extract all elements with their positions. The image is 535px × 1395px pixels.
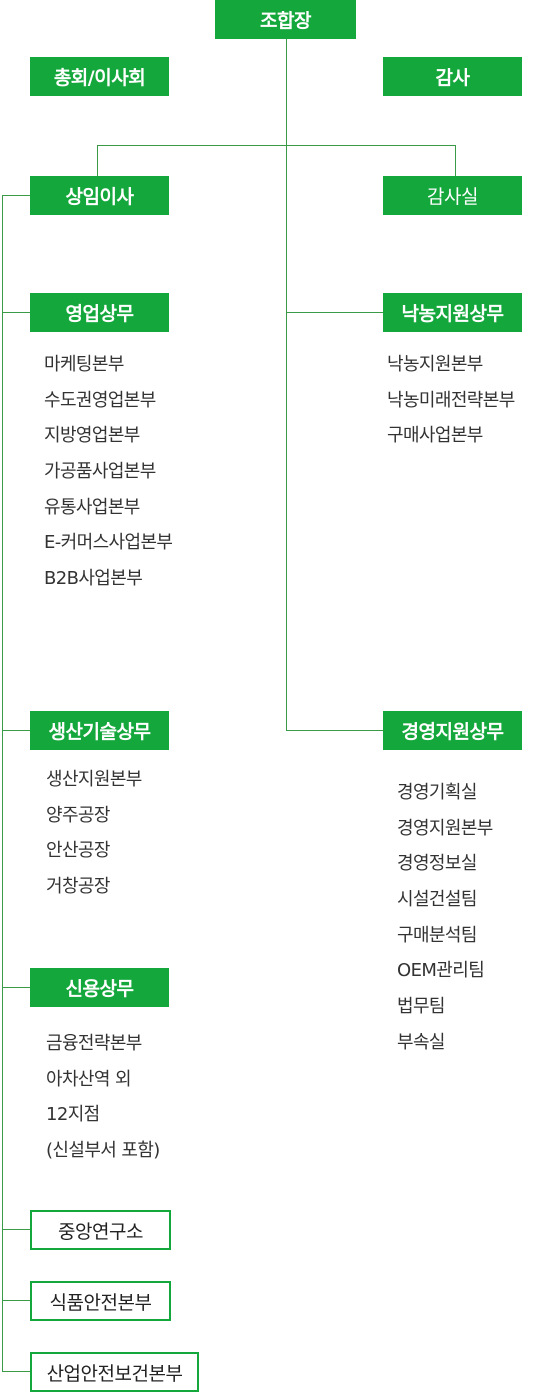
sales-box: 영업상무 [30,293,169,332]
list-item: 구매분석팀 [397,924,477,946]
board-box: 총회/이사회 [30,57,169,96]
audit-office-box: 감사실 [383,176,522,215]
connector-research-branch [2,1229,30,1230]
connector-industrial-safety-branch [2,1371,30,1372]
sales-unit-list: 마케팅본부 수도권영업본부 지방영업본부 가공품사업본부 유통사업본부 E-커머… [44,347,173,597]
connector-top-horizontal [97,145,455,146]
chairman-box: 조합장 [215,0,356,39]
management-support-box: 경영지원상무 [383,711,522,750]
connector-food-safety-branch [2,1300,30,1301]
list-item: 시설건설팀 [397,889,477,911]
connector-production-branch [2,730,30,731]
list-item: 12지점 [46,1104,100,1126]
audit-box: 감사 [383,57,522,96]
dairy-support-unit-list: 낙농지원본부 낙농미래전략본부 구매사업본부 [387,347,515,454]
list-item: 법무팀 [397,996,445,1018]
list-item: 생산지원본부 [46,769,142,790]
connector-management-branch [286,730,384,731]
list-item: 낙농지원본부 [387,354,483,375]
list-item: 구매사업본부 [387,425,483,447]
list-item: 낙농미래전략본부 [387,389,515,411]
list-item: 지방영업본부 [44,425,140,447]
central-research-box: 중앙연구소 [30,1210,171,1250]
list-item: OEM관리팀 [397,960,485,982]
connector-main-vertical [286,39,287,731]
credit-box: 신용상무 [30,968,169,1007]
list-item: 경영지원본부 [397,817,493,839]
list-item: 금융전략본부 [46,1033,142,1054]
list-item: (신설부서 포함) [46,1140,160,1162]
list-item: 양주공장 [46,804,110,826]
list-item: 안산공장 [46,840,110,862]
production-box: 생산기술상무 [30,711,169,750]
connector-right-drop [455,145,456,177]
list-item: 수도권영업본부 [44,389,156,411]
connector-left-vertical [2,195,3,1372]
production-unit-list: 생산지원본부 양주공장 안산공장 거창공장 [46,762,142,905]
list-item: 거창공장 [46,876,110,898]
list-item: 가공품사업본부 [44,461,156,483]
list-item: 마케팅본부 [44,354,124,375]
list-item: E-커머스사업본부 [44,532,173,554]
dairy-support-box: 낙농지원상무 [383,293,522,332]
list-item: 유통사업본부 [44,496,140,518]
list-item: B2B사업본부 [44,568,143,590]
connector-left-drop [97,145,98,177]
connector-executive-branch [2,195,30,196]
executive-director-box: 상임이사 [30,176,169,215]
connector-dairy-branch [286,312,384,313]
list-item: 경영정보실 [397,853,477,875]
credit-unit-list: 금융전략본부 아차산역 외 12지점 (신설부서 포함) [46,1026,160,1169]
food-safety-box: 식품안전본부 [30,1281,171,1321]
connector-sales-branch [2,312,30,313]
list-item: 아차산역 외 [46,1068,132,1090]
list-item: 부속실 [397,1031,445,1053]
industrial-safety-box: 산업안전보건본부 [30,1352,199,1392]
connector-credit-branch [2,987,30,988]
management-support-unit-list: 경영기획실 경영지원본부 경영정보실 시설건설팀 구매분석팀 OEM관리팀 법무… [397,775,493,1061]
list-item: 경영기획실 [397,782,477,803]
